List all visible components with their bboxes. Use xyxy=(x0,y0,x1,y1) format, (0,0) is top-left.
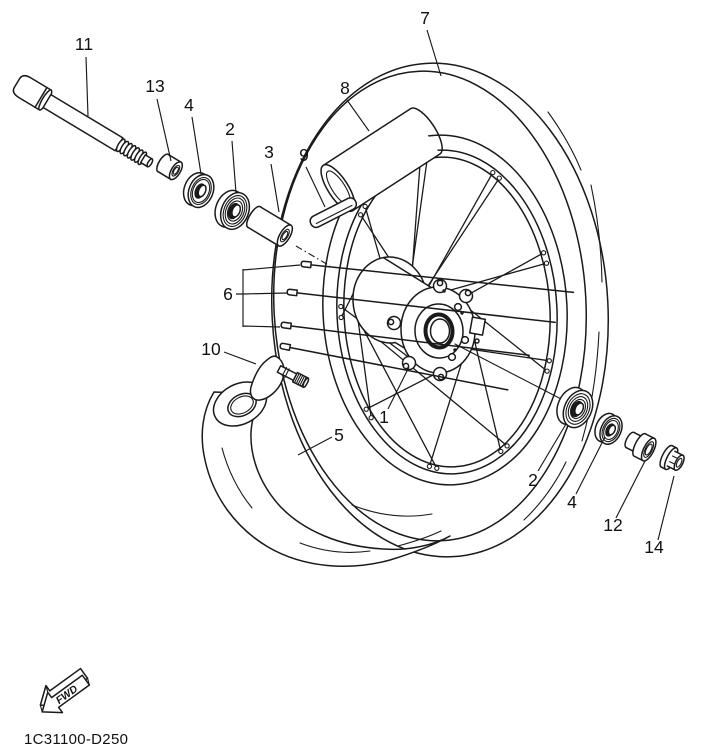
callout-tire: 7 xyxy=(420,8,430,28)
spoke xyxy=(378,339,508,447)
spoke-nipple xyxy=(490,169,496,176)
spoke-nipple xyxy=(362,203,368,210)
tire-accent-arc xyxy=(547,111,582,171)
oil-seal-right xyxy=(594,412,623,445)
spoke-nipple xyxy=(496,175,502,181)
rim-strip xyxy=(309,197,358,229)
oil-seal-left xyxy=(182,171,215,209)
callout-tube: 5 xyxy=(334,425,344,445)
callout-collar-left: 13 xyxy=(145,76,164,96)
leader-axle xyxy=(85,56,89,117)
callout-collar-right: 12 xyxy=(603,515,622,535)
leader-bearing-left xyxy=(231,140,237,194)
spoke-nipple xyxy=(434,465,440,471)
spoke-nipple xyxy=(498,448,504,455)
drawing-number: 1C31100-D250 xyxy=(24,731,128,748)
callout-axle: 11 xyxy=(75,34,93,54)
spoke-nipple xyxy=(363,406,369,412)
spoke xyxy=(365,371,440,410)
hub-bore xyxy=(423,312,455,350)
callout-spacer: 3 xyxy=(264,142,274,162)
callout-bearing-right: 2 xyxy=(528,470,538,490)
assembly-axis-line xyxy=(454,343,566,402)
callout-seal-right: 4 xyxy=(567,492,577,512)
spoke-nipple xyxy=(504,443,510,449)
tire-accent-arc xyxy=(351,504,433,517)
leader-collar-left xyxy=(156,98,172,162)
collar-right xyxy=(624,431,657,462)
rim xyxy=(336,149,558,475)
spoke-set xyxy=(279,260,575,391)
leader-seal-left xyxy=(191,116,202,175)
leader-lines xyxy=(85,29,675,541)
spoke-nipple xyxy=(338,303,344,310)
spoke-nipple xyxy=(368,415,374,421)
callout-rim-band: 8 xyxy=(340,78,350,98)
leader-rim-strip xyxy=(305,166,326,208)
callout-bearing-left: 2 xyxy=(225,119,235,139)
callout-seal-left: 4 xyxy=(184,95,194,115)
bearing-right xyxy=(556,386,594,429)
spoke-nipple xyxy=(543,260,550,266)
spoke-nipple xyxy=(338,314,344,321)
spoke-nipple xyxy=(540,250,547,256)
spacer xyxy=(245,205,294,247)
callout-hub: 1 xyxy=(379,407,389,427)
leader-spacer xyxy=(270,163,280,213)
spoke xyxy=(424,172,494,293)
leader-nut xyxy=(657,475,675,541)
axle-nut xyxy=(659,444,685,472)
leader-bearing-right xyxy=(537,423,567,472)
leader-rim-band xyxy=(346,99,370,132)
spoke-nipple xyxy=(546,358,552,364)
spoke-nipple xyxy=(426,463,433,470)
spoke-nipple xyxy=(544,368,550,374)
leader-hub xyxy=(387,366,410,410)
leader-valve xyxy=(223,351,257,365)
callout-valve: 10 xyxy=(201,339,221,359)
valve-stem xyxy=(249,355,310,401)
spoke xyxy=(360,214,390,259)
spoke xyxy=(358,321,438,469)
leader-bracket-spoke-set xyxy=(236,264,301,328)
spoke xyxy=(449,262,547,292)
tire-accent-arc xyxy=(523,461,567,521)
leader-collar-right xyxy=(615,460,646,519)
callout-rim-strip: 9 xyxy=(299,145,309,165)
tire-accent-arc xyxy=(581,331,600,442)
callout-spoke-set: 6 xyxy=(223,284,233,304)
fwd-arrow-icon: FWD xyxy=(39,667,91,714)
spoke-nipple xyxy=(357,212,364,218)
tire-accent-arc xyxy=(590,184,603,283)
spoke xyxy=(411,157,422,268)
collar-left xyxy=(156,153,184,181)
callout-nut: 14 xyxy=(644,537,664,557)
assembly-axis-line xyxy=(295,245,331,267)
leader-seal-right xyxy=(575,436,606,495)
leader-tire xyxy=(426,29,442,77)
tire-bead-edge xyxy=(322,134,568,486)
callout-labels: 11 13 4 2 3 9 8 7 6 10 1 5 2 4 12 14 xyxy=(75,8,664,557)
axle xyxy=(12,74,154,168)
bearing-left xyxy=(214,189,251,231)
leader-tube xyxy=(297,436,333,456)
